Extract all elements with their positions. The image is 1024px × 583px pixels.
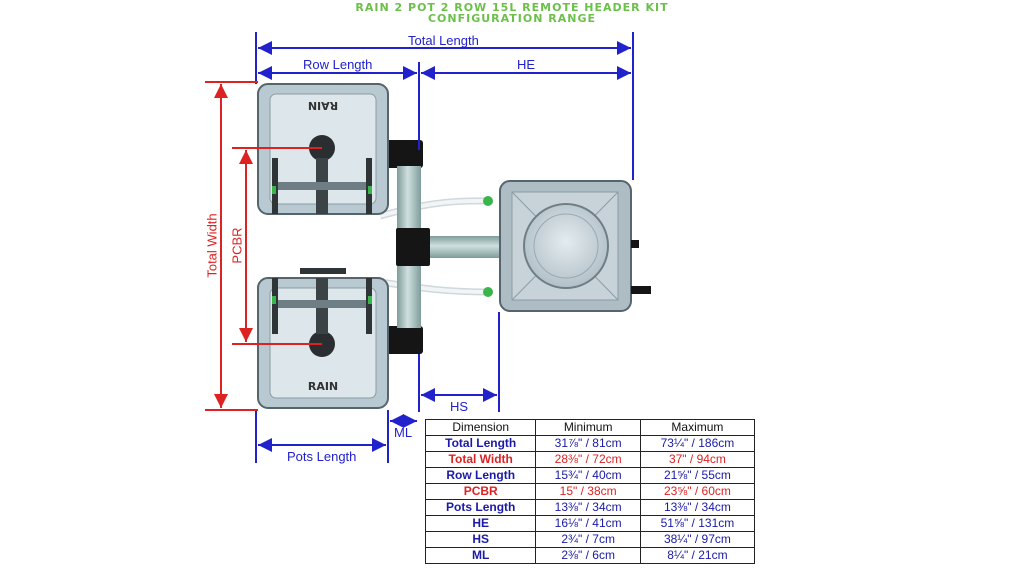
bottom-pot-brand: RAIN — [308, 380, 338, 393]
cell-dimension: Row Length — [424, 467, 537, 484]
table-header-row: Dimension Minimum Maximum — [424, 419, 756, 436]
cell-dimension: Pots Length — [424, 499, 537, 516]
cell-maximum: 13⅜" / 34cm — [639, 499, 756, 516]
cell-minimum: 15" / 38cm — [535, 483, 641, 500]
reservoir — [483, 180, 651, 312]
hs-label: HS — [450, 399, 469, 414]
cell-dimension: ML — [424, 547, 537, 564]
he-label: HE — [517, 57, 536, 72]
header-dimension: Dimension — [424, 419, 537, 436]
tubing — [379, 197, 489, 296]
total-length-label: Total Length — [408, 33, 479, 48]
cell-maximum: 37" / 94cm — [639, 451, 756, 468]
dimension-lines-red — [205, 81, 322, 411]
diagram-title: RAIN 2 POT 2 ROW 15L REMOTE HEADER KIT — [355, 1, 669, 14]
cell-minimum: 13⅜" / 34cm — [535, 499, 641, 516]
cell-dimension: Total Length — [424, 435, 537, 452]
bottom-pot: RAIN — [257, 268, 389, 409]
cell-maximum: 23⅝" / 60cm — [639, 483, 756, 500]
cell-maximum: 73¼" / 186cm — [639, 435, 756, 452]
cell-minimum: 16⅛" / 41cm — [535, 515, 641, 532]
cell-minimum: 2⅜" / 6cm — [535, 547, 641, 564]
dimension-lines — [255, 32, 634, 463]
cell-minimum: 15¾" / 40cm — [535, 467, 641, 484]
header-minimum: Minimum — [535, 419, 641, 436]
cell-maximum: 21⅝" / 55cm — [639, 467, 756, 484]
top-pot: RAIN — [257, 83, 389, 215]
cell-minimum: 28⅜" / 72cm — [535, 451, 641, 468]
cell-dimension: HS — [424, 531, 537, 548]
header-maximum: Maximum — [639, 419, 756, 436]
top-pot-brand: RAIN — [308, 99, 338, 112]
cell-dimension: PCBR — [424, 483, 537, 500]
cell-maximum: 38¼" / 97cm — [639, 531, 756, 548]
pots-length-label: Pots Length — [287, 449, 357, 464]
cell-minimum: 31⅞" / 81cm — [535, 435, 641, 452]
manifold — [384, 140, 504, 354]
cell-maximum: 8¼" / 21cm — [639, 547, 756, 564]
cell-dimension: Total Width — [424, 451, 537, 468]
pcbr-label: PCBR — [229, 227, 245, 264]
diagram-subtitle: CONFIGURATION RANGE — [427, 12, 597, 25]
row-length-label: Row Length — [303, 57, 373, 72]
cell-dimension: HE — [424, 515, 537, 532]
cell-maximum: 51⅝" / 131cm — [639, 515, 756, 532]
total-width-label: Total Width — [204, 213, 220, 278]
cell-minimum: 2¾" / 7cm — [535, 531, 641, 548]
ml-label: ML — [394, 425, 413, 440]
